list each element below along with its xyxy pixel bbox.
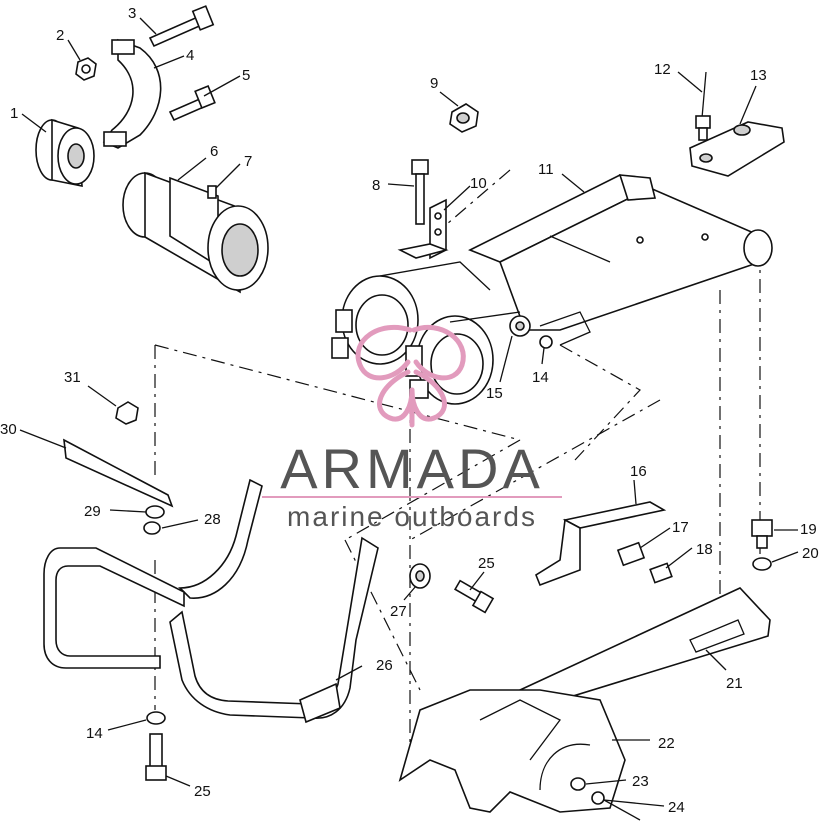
callout-25-lower: 25 — [194, 783, 211, 800]
callout-17: 17 — [672, 519, 689, 536]
part-6-pivot-tube — [122, 171, 269, 294]
callout-13: 13 — [750, 67, 767, 84]
watermark-logo — [355, 324, 466, 428]
part-8-bolt — [411, 159, 429, 225]
part-5-bolt — [168, 84, 216, 122]
part-12-grease-zerk — [695, 71, 711, 141]
callout-1: 1 — [10, 105, 18, 122]
part-4-strap — [102, 38, 162, 149]
callout-19: 19 — [800, 521, 817, 538]
part-3-bolt — [148, 5, 215, 48]
callout-2: 2 — [56, 27, 64, 44]
assembly-lines — [154, 169, 761, 760]
part-16-bracket — [535, 501, 667, 587]
callout-12: 12 — [654, 61, 671, 78]
callout-18: 18 — [696, 541, 713, 558]
part-22-housing — [398, 689, 626, 813]
callout-29: 29 — [84, 503, 101, 520]
part-2-nut — [75, 57, 97, 81]
part-15-bushing — [509, 315, 531, 337]
part-25-bolt-center — [454, 579, 495, 614]
callout-20: 20 — [802, 545, 819, 562]
part-24-pin — [591, 791, 641, 821]
callout-4: 4 — [186, 47, 194, 64]
part-26-bumper — [43, 478, 379, 724]
part-27-washer — [409, 563, 431, 589]
callout-15: 15 — [486, 385, 503, 402]
part-1-bushing — [35, 118, 95, 187]
callout-24: 24 — [668, 799, 685, 816]
part-20-washer — [752, 557, 772, 571]
callout-25-center: 25 — [478, 555, 495, 572]
callout-6: 6 — [210, 143, 218, 160]
part-19-bolt — [751, 519, 773, 549]
watermark: ARMADA marine outboards — [262, 324, 562, 532]
callout-14-upper: 14 — [532, 369, 549, 386]
clamp-left — [331, 275, 419, 365]
callout-9: 9 — [430, 75, 438, 92]
callout-16: 16 — [630, 463, 647, 480]
part-29-washer — [145, 505, 165, 519]
callout-7: 7 — [244, 153, 252, 170]
callout-8: 8 — [372, 177, 380, 194]
callout-30: 30 — [0, 421, 17, 438]
callout-14-lower: 14 — [86, 725, 103, 742]
callout-3: 3 — [128, 5, 136, 22]
part-14-washer-lower — [146, 711, 166, 725]
callout-5: 5 — [242, 67, 250, 84]
callout-28: 28 — [204, 511, 221, 528]
part-11-a-arm — [468, 174, 773, 346]
part-10-bracket — [397, 198, 449, 260]
watermark-tagline: marine outboards — [287, 501, 537, 532]
part-23-nut — [570, 777, 586, 791]
part-25-bolt-lower — [145, 733, 167, 781]
part-14-washer-upper — [539, 335, 553, 349]
part-30-plate — [63, 438, 174, 508]
leader-lines — [19, 17, 799, 807]
part-31-nut — [115, 401, 139, 425]
part-13-plate — [689, 121, 785, 177]
part-17-spacer — [616, 541, 646, 567]
callout-21: 21 — [726, 675, 743, 692]
callout-22: 22 — [658, 735, 675, 752]
callout-23: 23 — [632, 773, 649, 790]
part-9-nut — [449, 103, 479, 133]
watermark-brand: ARMADA — [280, 437, 544, 500]
callout-10: 10 — [470, 175, 487, 192]
callout-31: 31 — [64, 369, 81, 386]
callout-26: 26 — [376, 657, 393, 674]
part-28-washer — [143, 521, 161, 535]
callout-27: 27 — [390, 603, 407, 620]
part-7-grease-fitting — [207, 185, 217, 199]
callout-numbers: 1 2 3 4 5 6 7 8 9 10 11 12 13 14 14 15 1… — [0, 5, 819, 816]
callout-11: 11 — [538, 161, 554, 178]
